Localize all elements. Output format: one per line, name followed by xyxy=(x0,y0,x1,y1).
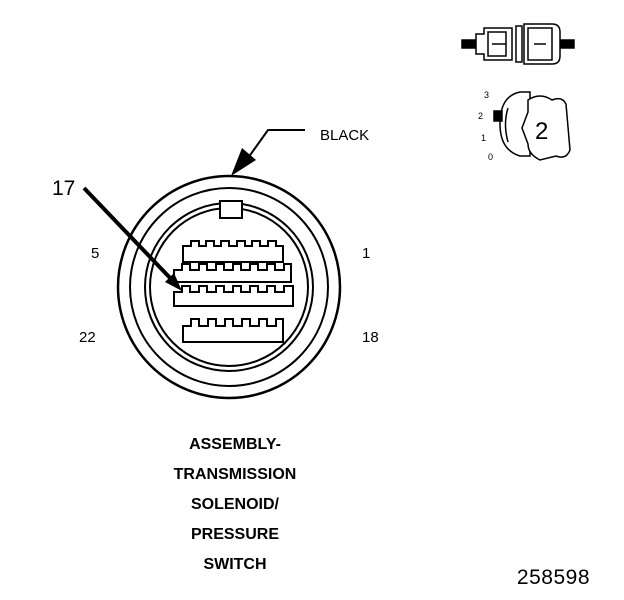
pin-label-1: 1 xyxy=(362,245,370,262)
terminal-row-2 xyxy=(173,263,292,283)
position-value: 2 xyxy=(535,118,548,145)
wire-stub-right xyxy=(559,39,575,49)
pin-label-22: 22 xyxy=(79,329,96,346)
wire-color-label: BLACK xyxy=(320,127,369,144)
pin-label-5: 5 xyxy=(91,245,99,262)
caption-line: SWITCH xyxy=(203,556,267,573)
caption-line: ASSEMBLY- xyxy=(189,436,281,453)
terminal-row-3 xyxy=(173,285,294,307)
terminal-row-1 xyxy=(182,240,284,263)
pin-17-arrowhead xyxy=(165,273,182,291)
indicator-cap xyxy=(521,95,571,161)
position-mark-3: 3 xyxy=(484,90,489,100)
connector-face xyxy=(116,174,342,400)
caption-line: TRANSMISSION xyxy=(173,466,297,483)
position-mark-2: 2 xyxy=(478,111,483,121)
connector-middle-ring xyxy=(129,187,329,387)
connector-latch xyxy=(487,31,507,57)
connector-outer-ring xyxy=(116,174,342,400)
black-leader-arrowhead xyxy=(231,148,256,176)
terminal-rows xyxy=(173,240,294,343)
indicator-pointer xyxy=(493,110,503,122)
figure-number: 258598 xyxy=(516,566,590,589)
caption-line: SOLENOID/ xyxy=(190,496,279,513)
position-marks: 3 2 1 0 xyxy=(478,90,493,162)
position-indicator-inset xyxy=(493,91,571,161)
caption-line: PRESSURE xyxy=(190,526,280,543)
terminal-row-4 xyxy=(182,318,284,343)
component-caption: ASSEMBLY- TRANSMISSION SOLENOID/ PRESSUR… xyxy=(120,430,350,580)
connector-seal xyxy=(515,25,523,63)
pin-callout-17: 17 xyxy=(52,177,75,200)
position-mark-0: 0 xyxy=(488,152,493,162)
black-leader xyxy=(231,129,305,176)
pin-17-callout-arrow xyxy=(82,186,182,291)
connector-side-view-inset xyxy=(461,23,575,65)
pin-label-18: 18 xyxy=(362,329,379,346)
position-mark-1: 1 xyxy=(481,133,486,143)
wire-stub-left xyxy=(461,39,477,49)
connector-key-notch xyxy=(219,200,243,219)
